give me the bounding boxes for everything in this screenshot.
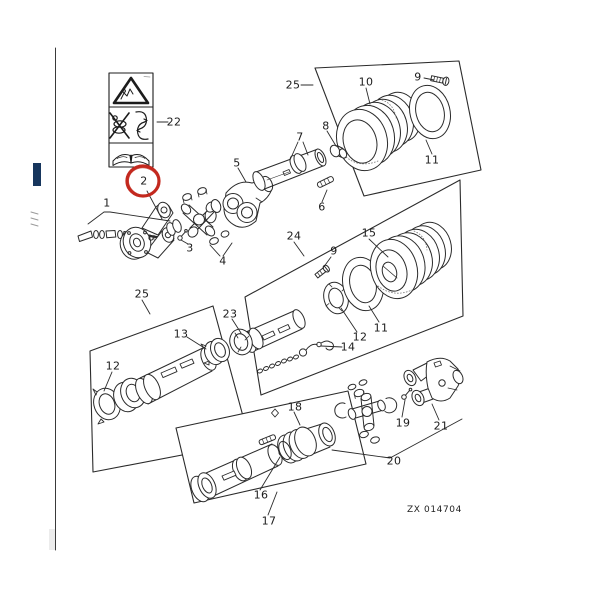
cross-kit-part-4 [180, 187, 230, 245]
bearing-collar-part-23 [229, 328, 253, 356]
callout-10: 10 [358, 75, 374, 89]
shield-cone-ring-part-11a [409, 84, 451, 140]
yoke-part-21 [403, 357, 464, 407]
callout-14: 14 [340, 340, 356, 354]
coupler-part-18 [277, 422, 336, 464]
callout-8: 8 [322, 119, 330, 133]
snap-rings [204, 199, 222, 224]
callout-23: 23 [222, 307, 238, 321]
callout-12a: 12 [105, 359, 121, 373]
callout-4: 4 [219, 254, 227, 268]
callout-12b: 12 [352, 330, 368, 344]
page-left-margin [30, 47, 56, 551]
callout-1: 1 [103, 196, 111, 210]
rotating-driveline-hazard-icon [109, 111, 149, 140]
bracket-part-20 [331, 418, 463, 459]
shield-assembly-box-25 [314, 60, 482, 197]
grease-fitting-part-3 [177, 229, 188, 241]
callout-2: 2 [140, 174, 148, 188]
bearing-cap-top [353, 388, 365, 399]
callout-9b: 9 [330, 244, 338, 258]
roll-pin [258, 434, 277, 446]
screw-part-9a [430, 75, 450, 86]
shaft-tube-part-7 [252, 148, 327, 191]
callout-11b: 11 [373, 321, 389, 335]
callout-22: 22 [166, 115, 182, 129]
highlight-circle-part-2 [125, 164, 161, 198]
callout-11a: 11 [424, 153, 440, 167]
upper-driveline [77, 144, 348, 260]
screw-part-9b [314, 264, 330, 279]
callout-18: 18 [287, 400, 303, 414]
callout-15: 15 [361, 226, 377, 240]
callout-24: 24 [286, 229, 302, 243]
ujoint-and-yoke-group [334, 357, 464, 444]
guard-bell-part-15 [369, 221, 452, 300]
callout-13: 13 [173, 327, 189, 341]
grease-fitting-part-19 [401, 387, 413, 400]
margin-tick-marks [30, 211, 39, 227]
callout-6: 6 [318, 200, 326, 214]
callout-5: 5 [233, 156, 241, 170]
margin-marker [33, 163, 41, 186]
read-operators-manual-icon [112, 154, 150, 166]
spring-pin-part-6 [316, 176, 334, 188]
callout-16: 16 [253, 488, 269, 502]
inner-guard-tube-part-17 [190, 443, 283, 503]
double-yoke-part-5 [222, 175, 274, 228]
callout-17: 17 [261, 514, 277, 528]
snap-ring-right [384, 397, 398, 414]
callout-9a: 9 [414, 70, 422, 84]
tube-assembly-box-17 [175, 390, 367, 504]
bearing-caps-bottom [359, 430, 380, 444]
bracket-part-1 [87, 211, 171, 225]
margin-smudge [49, 529, 55, 550]
callout-25b: 25 [134, 287, 150, 301]
callout-20: 20 [386, 454, 402, 468]
lock-collar-part-13 [200, 337, 230, 366]
snap-ring-left [334, 402, 347, 419]
retaining-clips [347, 379, 368, 391]
warning-label-part-22 [108, 72, 154, 168]
entanglement-warning-triangle-icon [112, 76, 150, 105]
plug-cap-part-8 [329, 144, 348, 159]
leader-lines [87, 77, 463, 516]
cross-part-20 [347, 392, 386, 432]
drawing-code: ZX 014704 [407, 505, 462, 515]
callout-19: 19 [395, 416, 411, 430]
callout-25a: 25 [285, 78, 301, 92]
small-rivet [271, 408, 279, 418]
shield-assembly-box-24 [229, 179, 464, 396]
callout-7: 7 [296, 130, 304, 144]
bearing-rings [166, 219, 182, 236]
callout-21: 21 [433, 419, 449, 433]
safety-chain-part-14 [257, 340, 334, 374]
callout-3: 3 [186, 241, 194, 255]
